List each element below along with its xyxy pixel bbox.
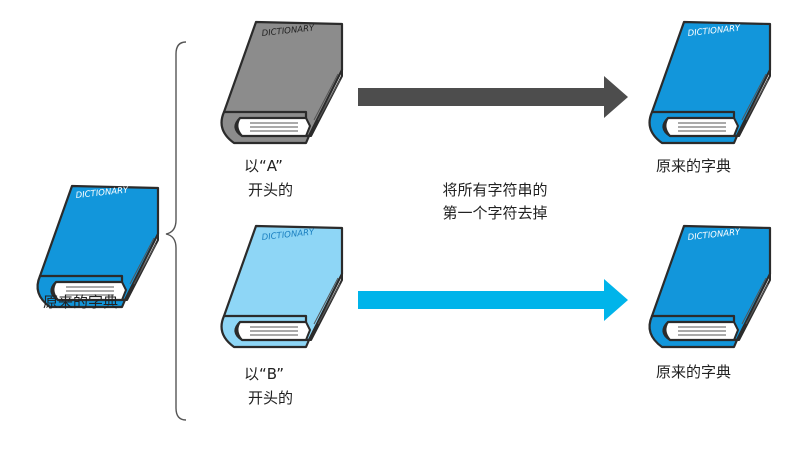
operation-line1: 将所有字符串的 xyxy=(442,181,548,199)
branch-b-condition-line2: 开头的 xyxy=(248,389,294,407)
source-book: DICTIONARY xyxy=(36,184,160,309)
branch-b-book: DICTIONARY xyxy=(220,224,344,349)
result-b-book: DICTIONARY xyxy=(648,224,772,349)
result-a-label: 原来的字典 xyxy=(656,157,732,175)
result-b-label: 原来的字典 xyxy=(656,363,732,381)
branch-a-book: DICTIONARY xyxy=(220,20,344,145)
result-a-book: DICTIONARY xyxy=(648,20,772,145)
source-label: 原来的字典 xyxy=(43,293,119,311)
branch-bracket xyxy=(165,41,187,421)
branch-a-condition-line2: 开头的 xyxy=(248,181,294,199)
operation-line2: 第一个字符去掉 xyxy=(442,204,548,222)
branch-a-arrow xyxy=(358,76,628,118)
branch-b-arrow xyxy=(358,279,628,321)
branch-a-condition-line1: 以“A” xyxy=(244,157,283,175)
branch-b-condition-line1: 以“B” xyxy=(244,365,285,383)
